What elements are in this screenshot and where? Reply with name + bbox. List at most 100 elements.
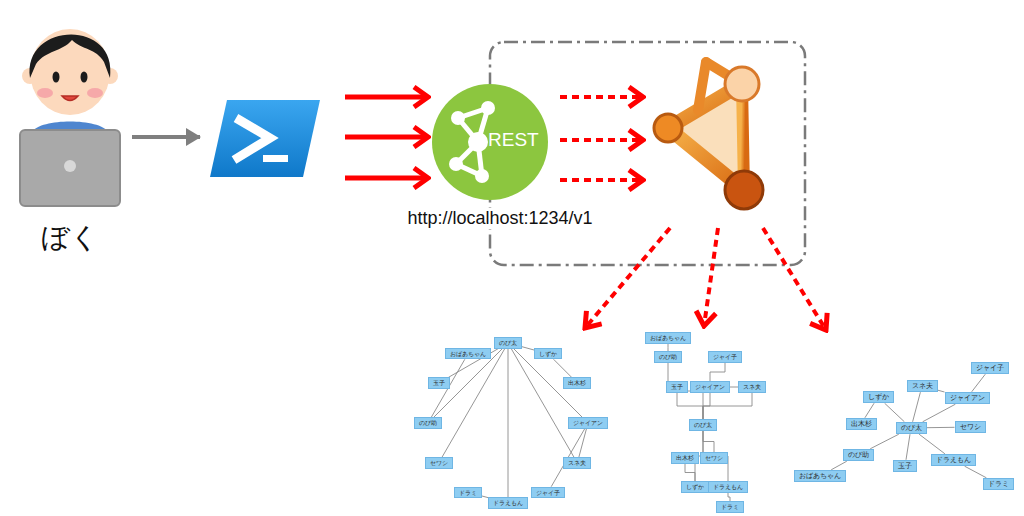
graph-edge (923, 404, 956, 422)
node-text: ドラえもん (936, 456, 971, 464)
node-text: おばあちゃん (650, 334, 686, 341)
graph-edge (938, 390, 945, 392)
graph-node: セワシ (425, 457, 453, 468)
graph-node: のび助 (654, 351, 682, 362)
rest-glyph-dot (451, 111, 465, 125)
node-text: セワシ (960, 423, 981, 431)
graph-edge (508, 349, 509, 498)
dotted-arrows (560, 97, 643, 180)
graph-edge (927, 427, 955, 428)
node-text: のび助 (659, 353, 677, 360)
graph-edge (677, 393, 703, 420)
node-text: 玉子 (671, 383, 683, 390)
graph-node: ジャイ子 (531, 487, 565, 498)
graph-node: セワシ (700, 452, 728, 463)
graph-node: スネ夫 (738, 381, 766, 392)
graph-edge (906, 434, 910, 460)
node-text: ジャイ子 (976, 364, 1004, 372)
rest-glyph-dot (475, 169, 489, 183)
node-text: ドラえもん (493, 499, 523, 506)
node-text: のび太 (499, 339, 517, 346)
graph-edge (668, 344, 669, 352)
graph-node: ジャイアン (568, 417, 608, 428)
node-text: スネ夫 (743, 383, 761, 390)
node-text: スネ夫 (912, 382, 933, 390)
node-text: ドラミ (459, 489, 477, 496)
graph-edge (685, 464, 695, 482)
node-text: おばあちゃん (799, 472, 841, 480)
graph-edge (831, 461, 847, 470)
graph-node: ドラえもん (931, 454, 976, 466)
graph-node: ジャイアン (945, 392, 990, 404)
graph-node: ジャイアン (690, 381, 730, 392)
graph-node: 出木杉 (671, 452, 699, 463)
graph-edge (522, 347, 534, 350)
node-text: ドラミ (721, 503, 739, 510)
graph-node: ドラえもん (708, 481, 748, 492)
rest-glyph-dot (481, 101, 495, 115)
rest-glyph-dot (468, 132, 488, 152)
graph-node: おばあちゃん (445, 348, 491, 359)
person-label: ぼく (41, 223, 99, 254)
graph-node: 玉子 (428, 377, 450, 388)
graph-node: のび太 (896, 422, 927, 434)
graph-node: 出木杉 (846, 418, 877, 430)
graph-node: しずか (863, 391, 894, 403)
graph-edge (865, 403, 874, 418)
graph-node: ドラミ (716, 501, 744, 512)
node-text: セワシ (705, 454, 723, 461)
node-text: 玉子 (898, 462, 912, 470)
rest-glyph-dot (449, 157, 463, 171)
graph-node: ジャイ子 (971, 362, 1009, 374)
node-text: のび太 (694, 421, 712, 428)
node-text: のび助 (419, 419, 437, 426)
node-text: しずか (868, 393, 889, 401)
graph-edge (703, 431, 714, 453)
node-text: 出木杉 (851, 420, 872, 428)
graph-edge (511, 349, 574, 458)
node-text: ドラミ (988, 480, 1009, 488)
gray-arrow (132, 135, 200, 139)
layout-arrows (585, 228, 826, 330)
graph-edge (870, 434, 899, 449)
node-text: のび太 (901, 424, 922, 432)
graph-edge (972, 374, 986, 392)
node-text: 出木杉 (676, 454, 694, 461)
node-text: ジャイ子 (536, 489, 560, 496)
node-text: ジャイアン (573, 419, 603, 426)
node-text: REST (488, 129, 539, 151)
graph-node: スネ夫 (907, 380, 938, 392)
graph-node: 玉子 (666, 381, 688, 392)
graph-node: ドラミ (454, 487, 482, 498)
powershell-icon (210, 100, 320, 177)
node-text: ぼく (41, 221, 99, 254)
graph-node: のび助 (414, 417, 442, 428)
graph-node: のび太 (689, 419, 717, 430)
graph-edge (703, 393, 752, 420)
graph-edge (965, 466, 987, 478)
graph-node: ジャイ子 (708, 351, 742, 362)
graph-node: のび助 (843, 449, 874, 461)
graph-node: しずか (534, 348, 562, 359)
node-text: しずか (686, 483, 704, 490)
graph-edge (919, 434, 945, 454)
graph-edge (434, 349, 503, 418)
graph-node: ドラミ (983, 478, 1014, 490)
node-text: おばあちゃん (450, 350, 486, 357)
graph-edge (913, 392, 921, 422)
graph-edge (885, 403, 905, 422)
graph-node: しずか (681, 481, 709, 492)
graph-edge (442, 349, 505, 458)
node-text: スネ夫 (568, 459, 586, 466)
graph-edge (728, 493, 730, 502)
graph-node: のび太 (494, 337, 522, 348)
graph-node: セワシ (955, 421, 986, 433)
node-text: ジャイアン (695, 383, 725, 390)
graph-node: スネ夫 (563, 457, 591, 468)
request-arrows (345, 97, 428, 178)
graph-edge (554, 359, 572, 377)
cytoscape-icon (654, 62, 763, 209)
